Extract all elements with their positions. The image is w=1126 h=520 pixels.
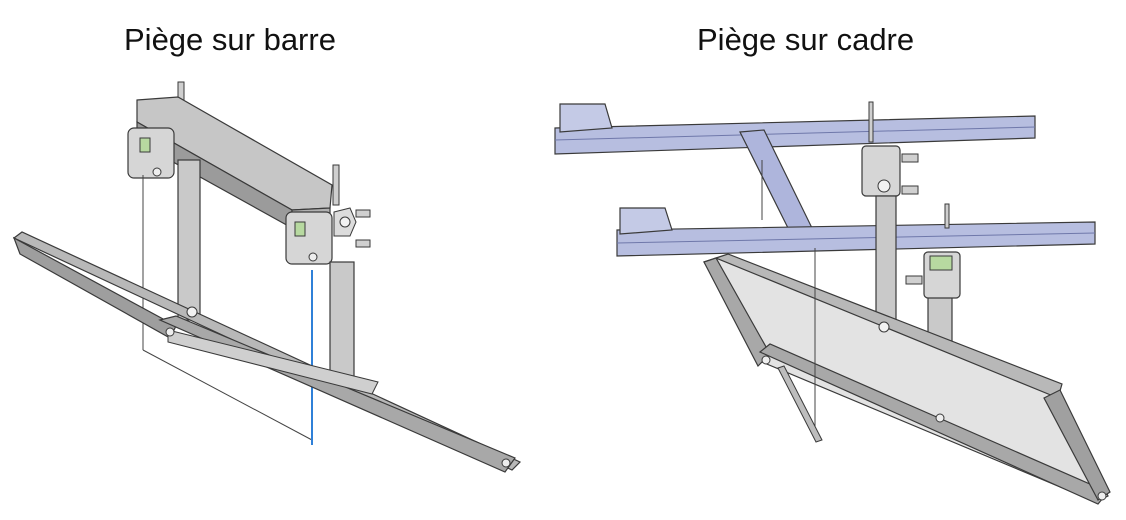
- post-hinge-left: [186, 306, 198, 318]
- post-left: [177, 159, 201, 321]
- bolt-right: [308, 252, 318, 262]
- frame-brace-left: [12, 236, 177, 339]
- bolt-head-lower: [355, 239, 371, 248]
- hinge-right: [501, 458, 511, 468]
- wire-bottom: [142, 349, 313, 441]
- rail-upper-groove: [554, 126, 1036, 141]
- bolt-left: [152, 167, 162, 177]
- green-insert-left: [139, 137, 151, 153]
- green-insert-right: [294, 221, 306, 237]
- clamp-bracket-left: [127, 127, 175, 179]
- trap-hinge-right: [1097, 491, 1107, 501]
- blue-rail-upper: [554, 115, 1036, 155]
- trap-frame-right: [1043, 389, 1111, 501]
- frame-post-hinge: [878, 321, 890, 333]
- frame-cross-bar: [167, 329, 379, 395]
- frame-nut-icon: [877, 179, 891, 193]
- frame-bolt-upper-b: [901, 185, 919, 195]
- frame-bolt-upper-a: [901, 153, 919, 163]
- frame-bolt-lower: [905, 275, 923, 285]
- frame-rod-lower: [944, 203, 950, 229]
- frame-support-leg: [777, 365, 823, 443]
- trap-on-frame-assembly: [554, 101, 1111, 505]
- rod-right-top: [332, 164, 340, 206]
- blue-rail-lower: [616, 221, 1096, 257]
- nut-icon: [339, 216, 351, 228]
- rail-upper-endcap: [559, 103, 613, 133]
- caption-trap-on-frame: Piège sur cadre: [697, 22, 915, 57]
- frame-green-insert: [929, 255, 953, 271]
- trap-on-bar-assembly: [12, 81, 522, 473]
- frame-rod-upper: [868, 101, 874, 143]
- bolt-head-upper: [355, 209, 371, 218]
- caption-trap-on-bar: Piège sur barre: [124, 22, 336, 57]
- hinge-left: [165, 327, 175, 337]
- trap-hinge-left: [761, 355, 771, 365]
- rail-lower-groove: [616, 232, 1096, 244]
- frame-post-left: [875, 195, 897, 333]
- frame-post-pivot: [935, 413, 945, 423]
- rail-lower-endcap: [619, 207, 673, 235]
